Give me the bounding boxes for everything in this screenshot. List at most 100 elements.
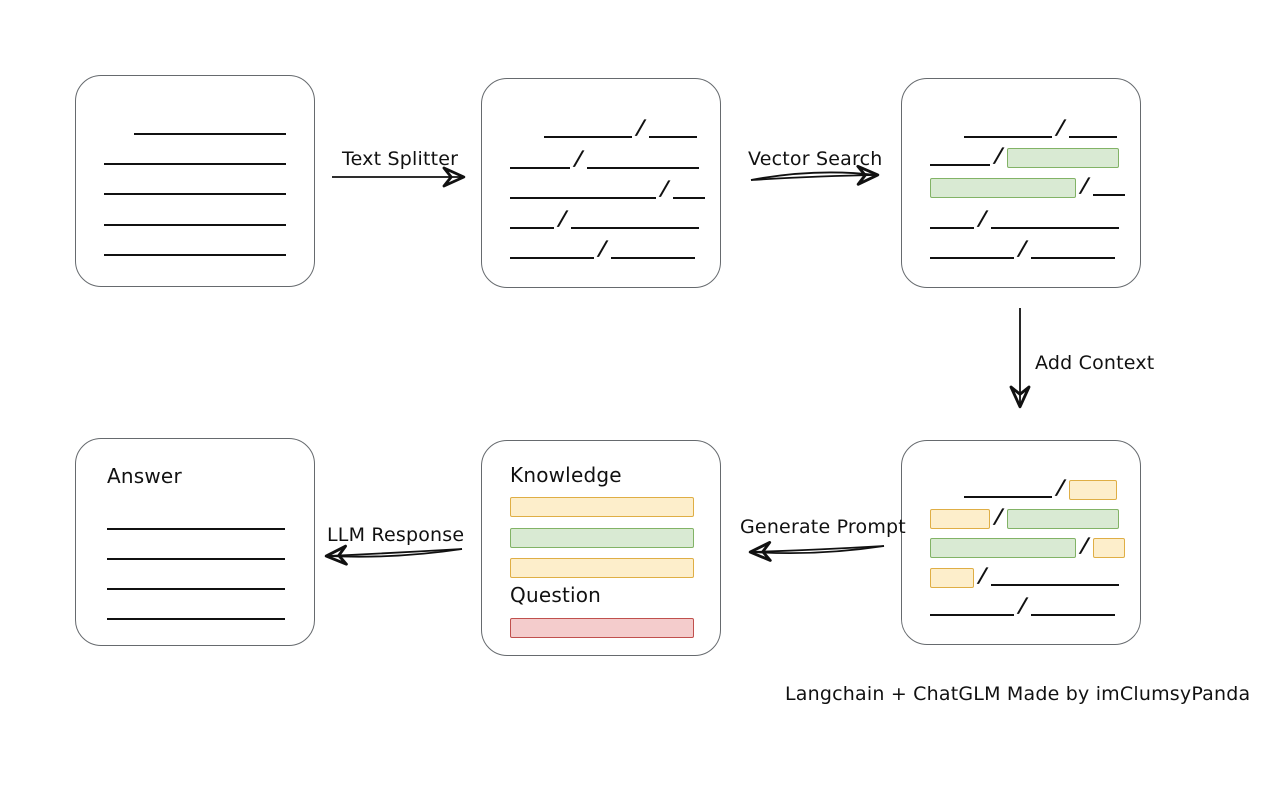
text-line: [510, 213, 554, 229]
separator-slash-icon: /: [994, 504, 1004, 528]
content-row: /: [902, 593, 1140, 619]
highlight-chip-green: [510, 528, 694, 548]
text-line: [510, 153, 570, 169]
separator-slash-icon: /: [1018, 593, 1028, 617]
text-line: [1031, 243, 1116, 259]
arrow-label-vector-search: Vector Search: [748, 148, 883, 170]
content-row: /: [902, 533, 1140, 559]
separator-slash-icon: /: [636, 115, 646, 139]
content-row: [76, 541, 314, 563]
content-row: /: [902, 563, 1140, 589]
text-line: [134, 119, 286, 135]
arrow-llm-response: [324, 544, 463, 566]
box-source-document: [75, 75, 315, 287]
text-line: [571, 213, 700, 229]
text-line: [930, 243, 1014, 259]
highlight-chip-yellow: [930, 509, 990, 529]
separator-slash-icon: /: [1056, 475, 1066, 499]
content-row: [76, 146, 314, 168]
content-row: /: [482, 146, 720, 172]
content-row: [76, 571, 314, 593]
text-line: [611, 243, 696, 259]
text-line: [104, 149, 286, 165]
content-row: /: [482, 236, 720, 262]
text-line: [1069, 122, 1118, 138]
content-row: [482, 496, 720, 518]
highlight-chip-green: [1007, 148, 1120, 168]
separator-slash-icon: /: [574, 146, 584, 170]
box-context-added-chunks: / / / / /: [901, 440, 1141, 645]
arrow-label-generate-prompt: Generate Prompt: [740, 516, 906, 538]
box-caption-knowledge: Knowledge: [510, 463, 622, 487]
highlight-chip-green: [930, 538, 1076, 558]
separator-slash-icon: /: [598, 236, 608, 260]
text-line: [544, 122, 632, 138]
text-line: [930, 600, 1014, 616]
separator-slash-icon: /: [558, 206, 568, 230]
text-line: [673, 183, 706, 199]
separator-slash-icon: /: [1080, 533, 1090, 557]
text-line: [991, 570, 1120, 586]
text-line: [930, 150, 990, 166]
content-row: /: [902, 504, 1140, 530]
content-row: /: [482, 176, 720, 202]
text-line: [930, 213, 974, 229]
text-line: [107, 604, 285, 620]
highlight-chip-yellow: [930, 568, 974, 588]
content-row: [76, 237, 314, 259]
content-row: /: [482, 115, 720, 141]
content-row: [76, 511, 314, 533]
highlight-chip-red: [510, 618, 694, 638]
box-caption-answer: Answer: [107, 464, 182, 488]
text-line: [991, 213, 1120, 229]
text-line: [510, 183, 656, 199]
content-row: [482, 527, 720, 549]
highlight-chip-yellow: [1069, 480, 1118, 500]
text-line: [1031, 600, 1116, 616]
text-line: [104, 210, 286, 226]
highlight-chip-green: [930, 178, 1076, 198]
text-line: [1093, 180, 1126, 196]
separator-slash-icon: /: [1056, 115, 1066, 139]
box-answer: Answer: [75, 438, 315, 646]
arrow-vector-search: [750, 164, 880, 186]
arrow-generate-prompt: [748, 541, 885, 562]
text-line: [964, 482, 1052, 498]
highlight-chip-yellow: [510, 558, 694, 578]
highlight-chip-yellow: [510, 497, 694, 517]
content-row: /: [902, 173, 1140, 199]
text-line: [587, 153, 700, 169]
content-row: /: [902, 236, 1140, 262]
separator-slash-icon: /: [978, 206, 988, 230]
separator-slash-icon: /: [978, 563, 988, 587]
separator-slash-icon: /: [994, 143, 1004, 167]
content-row: /: [902, 206, 1140, 232]
highlight-chip-yellow: [1093, 538, 1126, 558]
box-caption-question: Question: [510, 583, 602, 607]
arrow-label-add-context: Add Context: [1035, 352, 1155, 374]
content-row: /: [902, 115, 1140, 141]
text-line: [104, 179, 286, 195]
separator-slash-icon: /: [1018, 236, 1028, 260]
content-row: [482, 617, 720, 639]
text-line: [107, 544, 285, 560]
text-line: [964, 122, 1052, 138]
separator-slash-icon: /: [660, 176, 670, 200]
content-row: [76, 207, 314, 229]
arrow-label-text-splitter: Text Splitter: [342, 148, 459, 170]
text-line: [107, 574, 285, 590]
text-line: [107, 514, 285, 530]
content-row: /: [902, 143, 1140, 169]
text-line: [510, 243, 594, 259]
text-line: [104, 240, 286, 256]
highlight-chip-green: [1007, 509, 1120, 529]
content-row: /: [902, 475, 1140, 501]
content-row: [482, 557, 720, 579]
box-split-chunks: / / / / /: [481, 78, 721, 288]
content-row: [76, 176, 314, 198]
credit-text: Langchain + ChatGLM Made by imClumsyPand…: [785, 683, 1251, 705]
content-row: [76, 601, 314, 623]
text-line: [649, 122, 698, 138]
